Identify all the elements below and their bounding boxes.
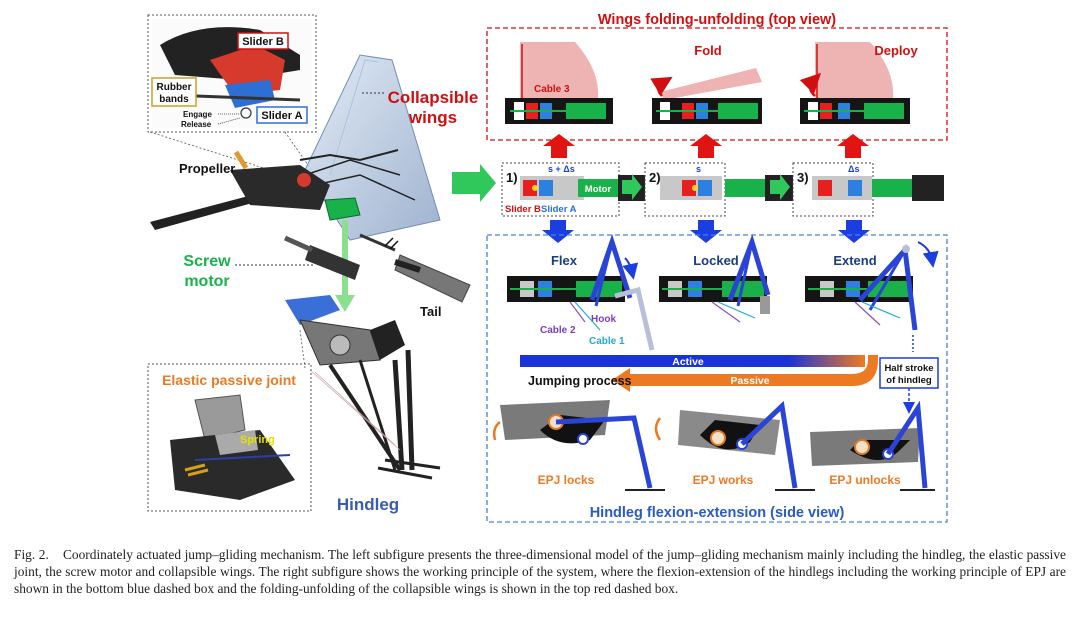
flex-state: Flex Hook Cable 2 Cable 1 bbox=[507, 234, 655, 351]
label-epj-works: EPJ works bbox=[693, 473, 754, 487]
green-arrow-2 bbox=[770, 174, 790, 200]
label-state-1: 1) bbox=[506, 170, 518, 185]
label-passive: Passive bbox=[730, 375, 769, 387]
title-wings-folding: Wings folding-unfolding (top view) bbox=[598, 12, 836, 28]
label-ds-2: s bbox=[696, 164, 701, 174]
label-ds-1: s + Δs bbox=[548, 164, 575, 174]
label-slider-b-inset: Slider B bbox=[242, 36, 284, 48]
label-ds-3: Δs bbox=[848, 164, 859, 174]
label-epj-unlocks: EPJ unlocks bbox=[829, 473, 901, 487]
active-bar bbox=[520, 355, 865, 367]
label-tail: Tail bbox=[420, 304, 441, 319]
label-slider-a-mid: Slider A bbox=[541, 204, 577, 215]
label-hook: Hook bbox=[591, 314, 616, 325]
wing-state-3: Deploy bbox=[799, 42, 918, 124]
wing-state-2: Fold bbox=[650, 43, 762, 124]
label-of-hindleg: of hindleg bbox=[886, 375, 932, 386]
label-rubber: Rubber bbox=[157, 82, 192, 93]
slider-inset: Slider B Rubber bands Engage Release Sli… bbox=[147, 14, 317, 133]
label-engage: Engage bbox=[183, 110, 212, 119]
hindleg-bottom-panel: Flex Hook Cable 2 Cable 1 Locked bbox=[486, 234, 948, 523]
slider-states: 1) s + Δs Slider B Slider A Motor 2) s 3… bbox=[501, 162, 944, 217]
label-wings: wings bbox=[408, 108, 457, 127]
label-half-stroke: Half stroke bbox=[884, 363, 933, 374]
epj-inset: Elastic passive joint Spring bbox=[147, 363, 312, 512]
locked-state: Locked bbox=[659, 234, 771, 323]
label-motor-mid: Motor bbox=[585, 184, 612, 195]
caption-text: Coordinately actuated jump–gliding mecha… bbox=[14, 547, 1067, 596]
epj-unlocks-state: EPJ unlocks bbox=[810, 400, 935, 491]
label-epj: Elastic passive joint bbox=[162, 372, 296, 388]
label-slider-b-mid: Slider B bbox=[505, 204, 541, 215]
label-cable3: Cable 3 bbox=[534, 84, 570, 95]
wing-state-1: Cable 3 bbox=[505, 42, 613, 124]
figure-caption: Fig. 2. Coordinately actuated jump–glidi… bbox=[14, 546, 1066, 597]
label-release: Release bbox=[181, 120, 212, 129]
label-locked: Locked bbox=[693, 253, 739, 268]
label-hindleg: Hindleg bbox=[337, 495, 399, 514]
label-cable2: Cable 2 bbox=[540, 325, 576, 336]
red-up-arrow-2 bbox=[690, 134, 722, 158]
label-jumping-process: Jumping process bbox=[528, 374, 632, 388]
label-extend: Extend bbox=[833, 253, 876, 268]
label-slider-a-inset: Slider A bbox=[261, 110, 302, 122]
blue-down-arrow-1 bbox=[542, 220, 574, 243]
label-epj-locks: EPJ locks bbox=[538, 473, 595, 487]
label-state-2: 2) bbox=[649, 170, 661, 185]
extend-state: Extend bbox=[805, 241, 939, 352]
green-arrow-1 bbox=[622, 174, 642, 200]
label-active: Active bbox=[672, 356, 704, 368]
label-deploy: Deploy bbox=[874, 43, 918, 58]
left-subfigure: Slider B Rubber bands Engage Release Sli… bbox=[147, 14, 479, 514]
label-screw: Screw bbox=[183, 253, 231, 270]
label-motor-left: motor bbox=[184, 273, 229, 290]
label-collapsible: Collapsible bbox=[388, 88, 479, 107]
label-state-3: 3) bbox=[797, 170, 809, 185]
transition-arrow-right bbox=[452, 164, 496, 202]
label-cable1: Cable 1 bbox=[589, 336, 625, 347]
blue-down-arrow-3 bbox=[838, 220, 870, 243]
epj-works-state: EPJ works bbox=[654, 400, 815, 491]
wings-top-panel: Wings folding-unfolding (top view) Cable… bbox=[486, 12, 948, 141]
blue-down-arrow-2 bbox=[690, 220, 722, 243]
collapsible-wing-shape bbox=[304, 54, 441, 241]
red-up-arrow-3 bbox=[837, 134, 869, 158]
title-hindleg-flexion: Hindleg flexion-extension (side view) bbox=[590, 505, 845, 521]
label-bands: bands bbox=[159, 94, 189, 105]
label-fold: Fold bbox=[694, 43, 721, 58]
epj-locks-state: EPJ locks bbox=[492, 400, 665, 491]
label-flex: Flex bbox=[551, 253, 578, 268]
label-propeller: Propeller bbox=[179, 161, 235, 176]
passive-bar bbox=[612, 355, 878, 392]
caption-label: Fig. 2. bbox=[14, 547, 49, 562]
label-spring: Spring bbox=[240, 434, 275, 446]
red-up-arrow-1 bbox=[543, 134, 575, 158]
